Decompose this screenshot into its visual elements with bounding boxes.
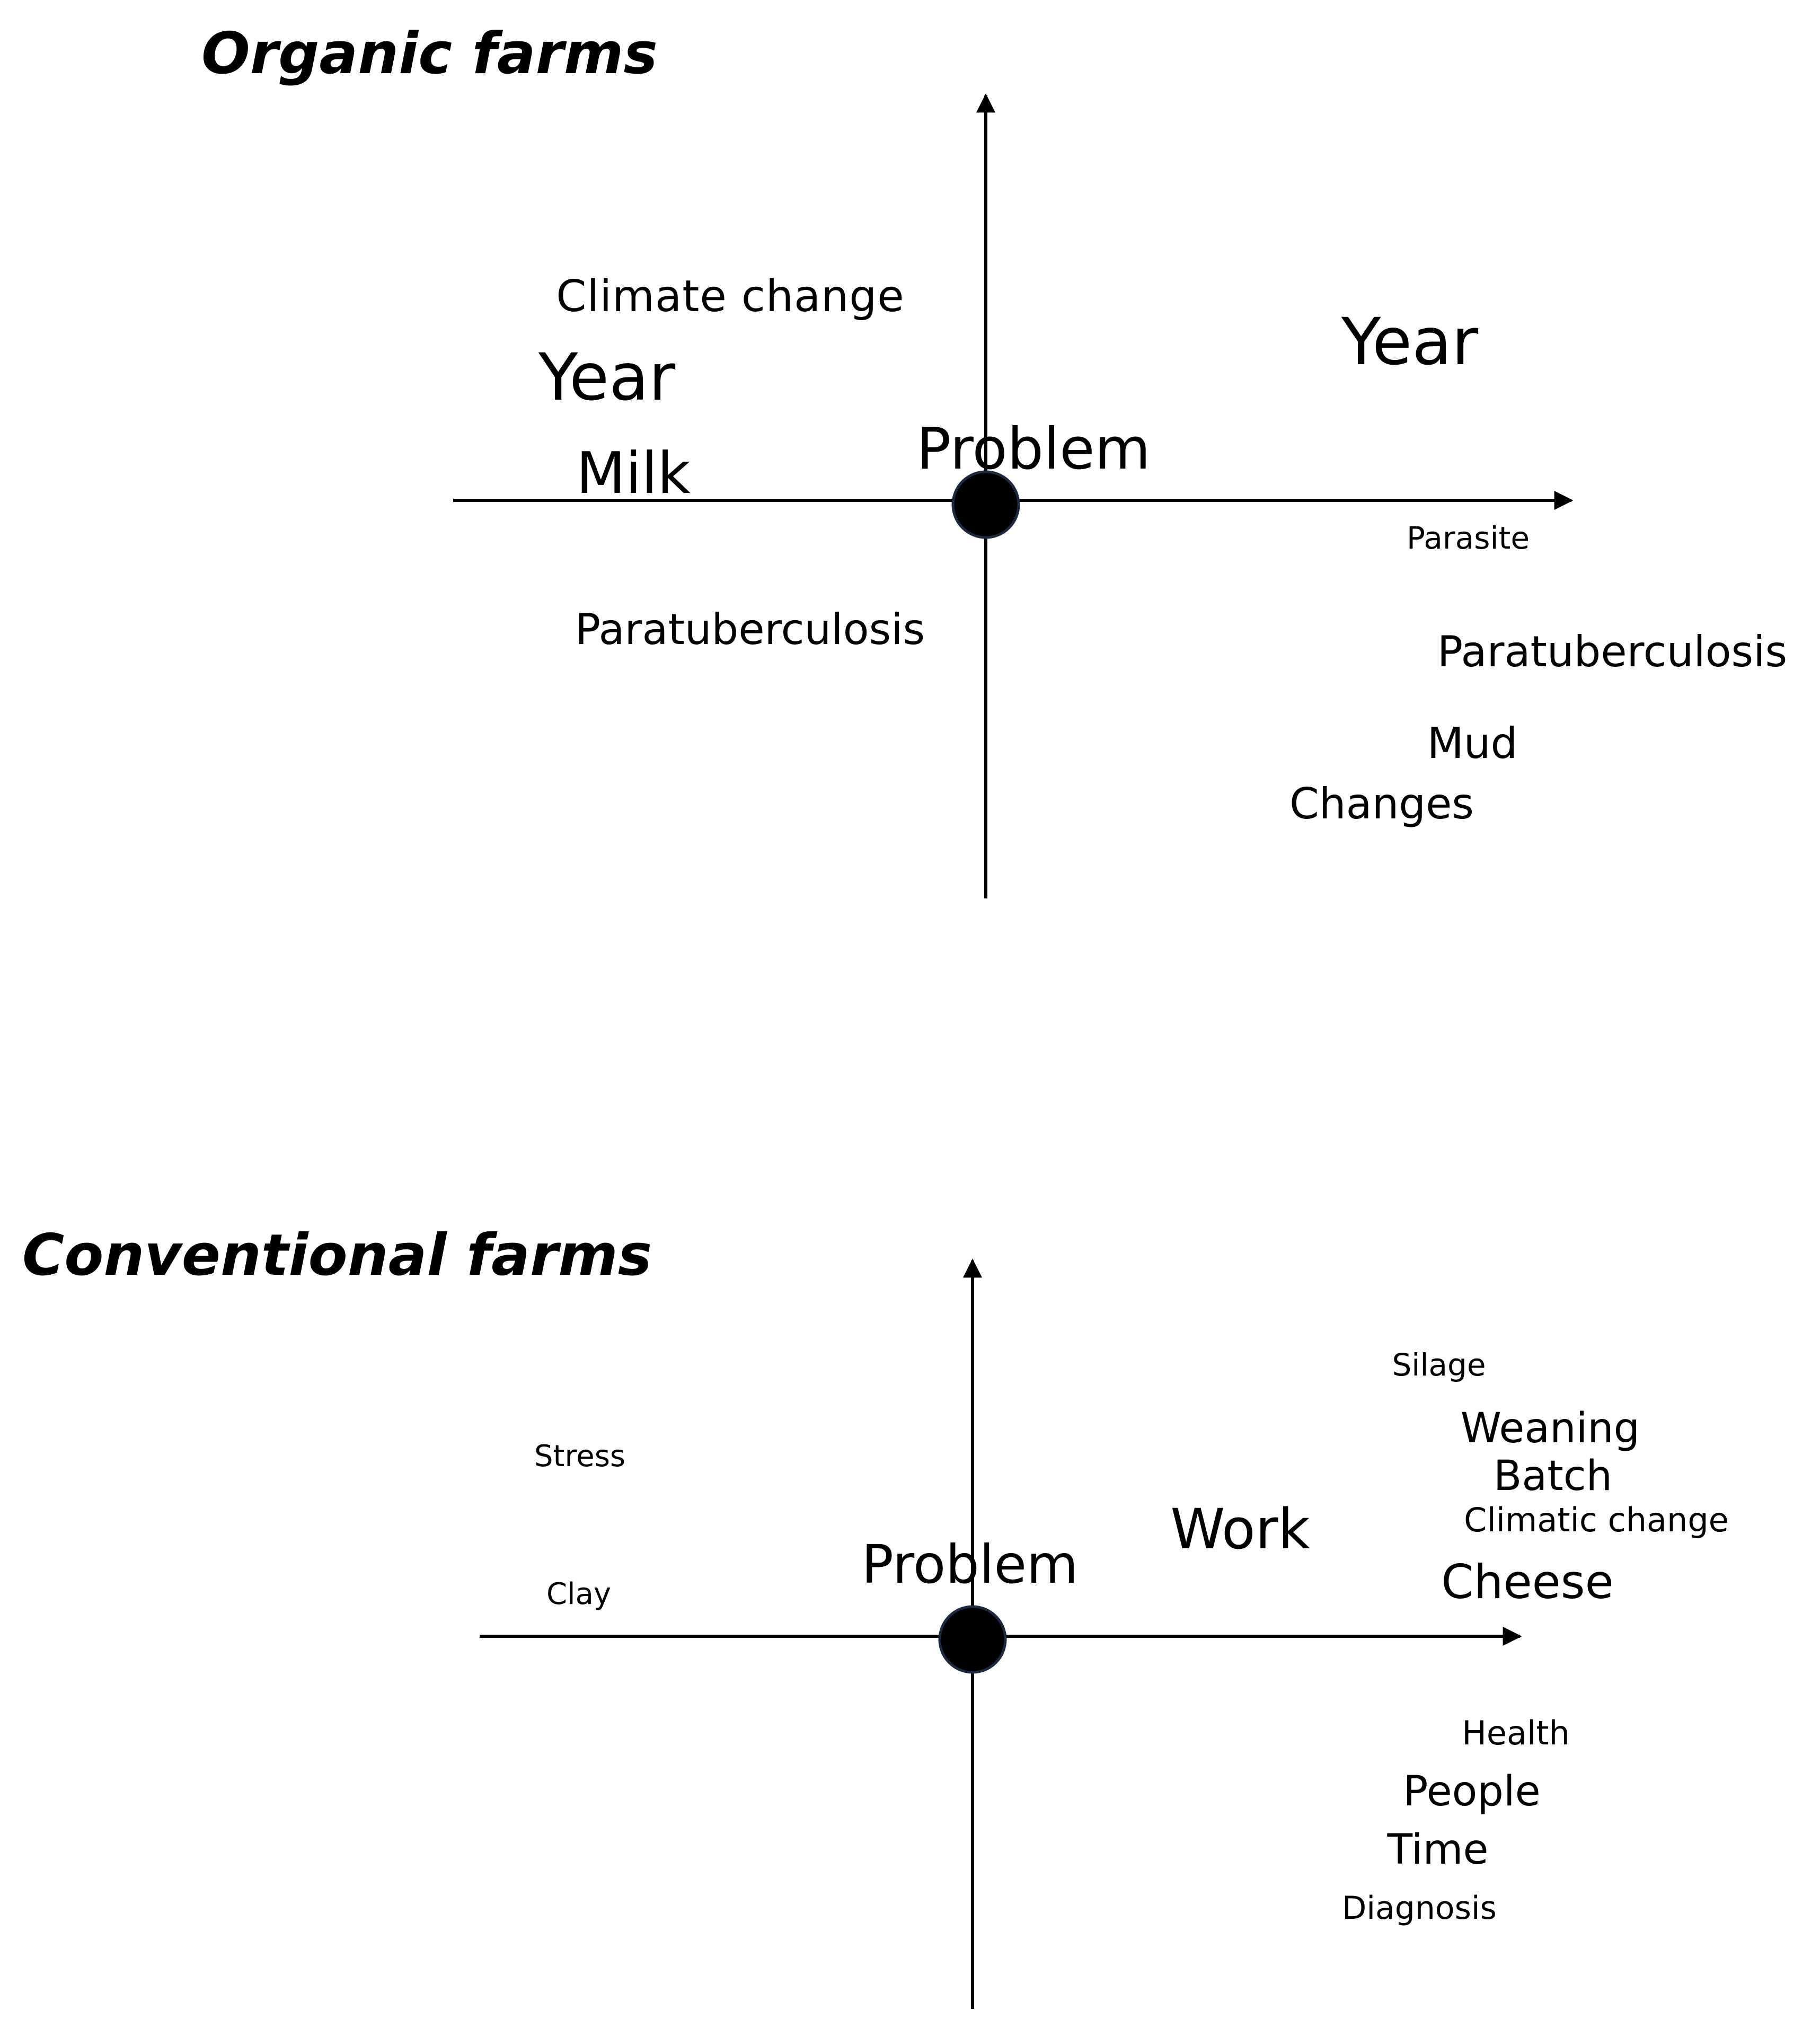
panel-title: Organic farms xyxy=(201,21,658,87)
word-stress: Stress xyxy=(534,1439,626,1474)
word-mud: Mud xyxy=(1427,719,1518,768)
word-parasite: Parasite xyxy=(1406,520,1530,556)
word-climatic-change: Climatic change xyxy=(1464,1501,1729,1539)
word-health: Health xyxy=(1462,1714,1570,1752)
center-node xyxy=(938,1605,1007,1674)
word-batch: Batch xyxy=(1493,1452,1613,1500)
word-weaning: Weaning xyxy=(1460,1405,1640,1452)
word-cheese: Cheese xyxy=(1441,1555,1614,1609)
word-diagnosis: Diagnosis xyxy=(1342,1890,1497,1927)
word-climate-change: Climate change xyxy=(556,271,905,322)
word-paratuberculosis-right: Paratuberculosis xyxy=(1437,627,1788,676)
word-time: Time xyxy=(1387,1826,1489,1874)
word-people: People xyxy=(1403,1768,1541,1815)
word-clay: Clay xyxy=(546,1577,612,1611)
center-node xyxy=(951,470,1020,539)
word-silage: Silage xyxy=(1392,1347,1486,1383)
word-paratuberculosis-left: Paratuberculosis xyxy=(575,605,925,654)
word-milk: Milk xyxy=(576,440,691,507)
center-label: Problem xyxy=(916,416,1151,482)
word-changes: Changes xyxy=(1289,779,1474,828)
center-label: Problem xyxy=(861,1533,1079,1595)
word-year-right: Year xyxy=(1341,304,1479,380)
panel-title: Conventional farms xyxy=(22,1222,652,1289)
organic-farms-panel: Organic farms Problem Climate change Yea… xyxy=(0,0,1820,1007)
word-year-left: Year xyxy=(538,340,676,415)
word-work: Work xyxy=(1170,1497,1310,1562)
axes xyxy=(453,93,1574,898)
